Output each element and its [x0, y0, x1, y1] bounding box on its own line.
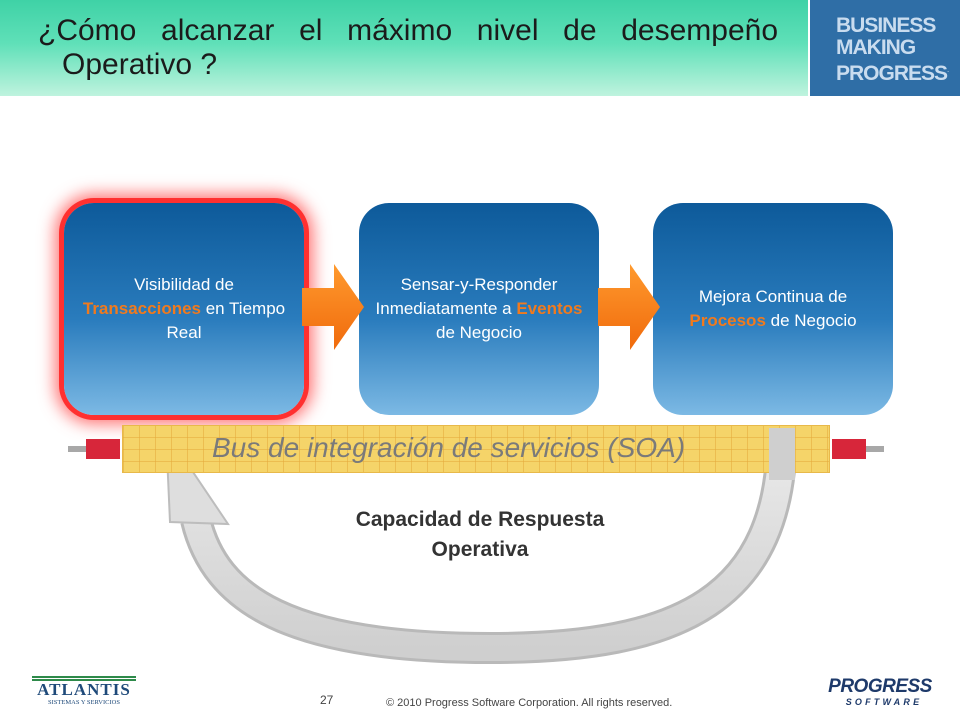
copyright-text: © 2010 Progress Software Corporation. Al…: [386, 697, 673, 709]
atlantis-stripes: [32, 676, 136, 681]
bus-rail-right: [864, 446, 884, 452]
sense-respond-text: Sensar-y-Responder Inmediatamente a Even…: [375, 275, 583, 342]
slide-title: ¿Cómo alcanzar el máximo nivel de desemp…: [38, 14, 778, 82]
operational-response-label: Capacidad de Respuesta Operativa: [355, 508, 605, 561]
transaction-visibility-box: Visibilidad de Transacciones en Tiempo R…: [64, 203, 304, 415]
transaction-visibility-text: Visibilidad de Transacciones en Tiempo R…: [82, 275, 286, 342]
progress-software-logo: PROGRESS SOFTWARE: [828, 676, 938, 710]
slide-title-line-2: Operativo ?: [62, 48, 218, 81]
arrow-right-icon: [598, 264, 660, 350]
atlantis-logo-name: ATLANTIS: [37, 680, 131, 699]
continuous-improvement-text: Mejora Continua de Procesos de Negocio: [689, 287, 857, 330]
slide-title-line-1: ¿Cómo alcanzar el máximo nivel de desemp…: [38, 14, 778, 47]
atlantis-logo-sub: SISTEMAS Y SERVICIOS: [48, 699, 120, 706]
brand-line-2: MAKING: [836, 36, 916, 59]
title-bar: [0, 0, 808, 96]
bus-label: Bus de integración de servicios (SOA): [212, 432, 686, 463]
sense-respond-box: Sensar-y-Responder Inmediatamente a Even…: [359, 203, 599, 415]
soa-integration-bus: [122, 425, 830, 473]
brand-line-1: BUSINESS: [836, 14, 936, 37]
business-making-progress-logo: BUSINESS MAKING PROGRESS.: [810, 0, 960, 96]
progress-logo-name: PROGRESS: [828, 676, 932, 697]
bus-end-left: [86, 439, 120, 459]
continuous-improvement-box: Mejora Continua de Procesos de Negocio: [653, 203, 893, 415]
bus-end-right: [832, 439, 866, 459]
bus-rail-left: [68, 446, 88, 452]
arrow-right-icon: [302, 264, 364, 350]
atlantis-logo: ATLANTIS SISTEMAS Y SERVICIOS: [32, 676, 136, 710]
page-number: 27: [320, 693, 334, 707]
progress-logo-sub: SOFTWARE: [845, 697, 923, 707]
